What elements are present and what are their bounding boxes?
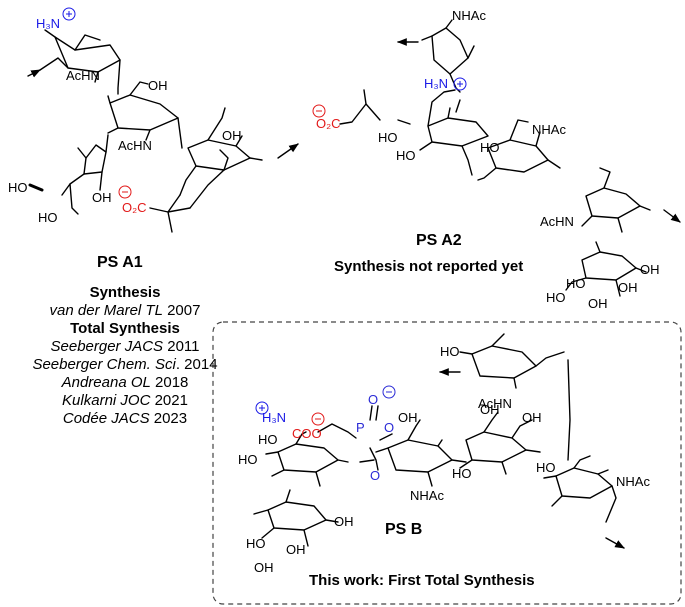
total-synthesis-ref: Kulkarni JOC 2021 [62,392,188,409]
ps-a1-title: PS A1 [97,254,143,271]
atom-label: NHAc [616,474,650,489]
synthesis-ref: van der Marel TL 2007 [49,302,201,319]
ps-b-carboxylate-charge [311,412,325,426]
atom-label: HO [38,210,58,225]
atom-label: AcHN [66,68,100,83]
total-synthesis-ref: Seeberger Chem. Sci. 2014 [32,356,218,373]
atom-label: HO [378,130,398,145]
total-synthesis-ref: Codée JACS 2023 [62,410,188,427]
ps-a2-ammonium-label: H₃N [424,76,449,91]
atom-label: HO [238,452,258,467]
atom-label: HO [246,536,266,551]
ps-b-ammonium-label: H₃N [262,410,287,425]
atom-label: OH [398,410,418,425]
atom-label: HO [480,140,500,155]
total-synthesis-ref: Seeberger JACS 2011 [50,338,200,355]
ps-a1-structure [27,29,299,233]
synthesis-heading: Synthesis [89,284,161,301]
atom-label: HO [8,180,28,195]
ps-b-structure [253,333,625,549]
ps-b-title: PS B [385,521,423,538]
ps-a1-ammonium-charge [62,7,76,21]
ps-a2-note: Synthesis not reported yet [334,258,524,275]
atom-label: OH [92,190,112,205]
atom-label: NHAc [532,122,566,137]
atom-label: OH [618,280,638,295]
ps-b-dashed-box [212,321,682,605]
atom-label: HO [440,344,460,359]
atom-label: AcHN [118,138,152,153]
total-synthesis-ref: Andreana OL 2018 [61,374,189,391]
ps-a2-carboxylate-charge [312,104,326,118]
ps-a1-carboxylate-charge [118,185,132,199]
ps-b-phosphonate-oxygen: O [384,420,395,435]
ps-a1-ammonium-label: H₃N [36,16,61,31]
ps-a2-ammonium-charge [453,77,467,91]
atom-label: NHAc [410,488,444,503]
ps-a2-title: PS A2 [416,232,462,249]
atom-label: OH [148,78,168,93]
atom-label: OH [480,402,500,417]
ps-b-ammonium-charge [255,401,269,415]
atom-label: OH [640,262,660,277]
atom-label: HO [396,148,416,163]
atom-label: OH [588,296,608,311]
atom-label: OH [286,542,306,557]
atom-label: OH [522,410,542,425]
total-synthesis-heading: Total Synthesis [70,320,180,337]
ps-b-ester-oxygen: O [370,468,381,483]
ps-a2-structure [339,19,681,297]
ps-a2-carboxylate-label: O₂C [316,116,341,131]
atom-label: AcHN [540,214,574,229]
atom-label: OH [222,128,242,143]
ps-b-phosphorus-label: P [356,420,365,435]
ps-b-phosphoryl-oxygen: O [368,392,379,407]
ps-b-carboxylate-label: COO [292,426,322,441]
atom-label: OH [254,560,274,575]
atom-label: HO [258,432,278,447]
atom-label: OH [334,514,354,529]
ps-b-phosphonate-charge [382,385,396,399]
atom-label: AcHN [478,396,512,411]
atom-label: HO [566,276,586,291]
atom-label: HO [452,466,472,481]
ps-b-note: This work: First Total Synthesis [309,572,535,589]
atom-label: HO [546,290,566,305]
atom-label: HO [536,460,556,475]
atom-label: NHAc [452,8,486,23]
ps-a1-carboxylate-label: O₂C [122,200,147,215]
